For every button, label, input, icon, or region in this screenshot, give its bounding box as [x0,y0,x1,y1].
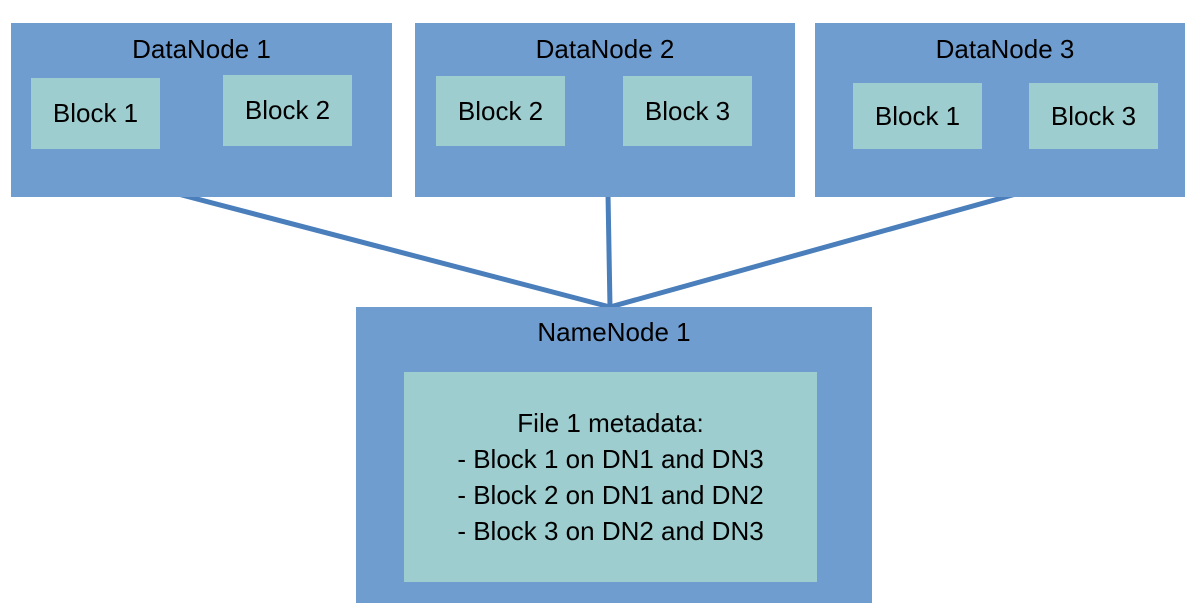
datanode-3-title: DataNode 3 [935,34,1075,64]
datanode-2: DataNode 2 Block 2 Block 3 [415,23,795,197]
datanode-2-block-2: Block 2 [436,76,565,146]
datanode-3: DataNode 3 Block 1 Block 3 [815,23,1185,197]
connector-dn1-nn1 [177,191,611,310]
file-metadata-line-2: - Block 2 on DN1 and DN2 [457,480,764,510]
namenode-1: NameNode 1 File 1 metadata: - Block 1 on… [356,307,872,603]
connector-dn3-nn1 [609,191,1017,310]
datanode-1: DataNode 1 Block 1 Block 2 [11,23,392,197]
connector-dn2-nn1 [605,193,613,308]
file-metadata-line-1: - Block 1 on DN1 and DN3 [457,444,764,474]
datanode-2-title: DataNode 2 [535,34,675,64]
datanode-2-block-3: Block 3 [623,76,752,146]
file-metadata-heading: File 1 metadata: [517,408,704,438]
datanode-1-block-1: Block 1 [31,78,160,149]
datanode-1-block-2: Block 2 [223,75,352,146]
file-metadata-line-3: - Block 3 on DN2 and DN3 [457,516,764,546]
file-metadata-box: File 1 metadata: - Block 1 on DN1 and DN… [404,372,817,582]
namenode-1-title: NameNode 1 [537,317,691,347]
datanode-3-block-3: Block 3 [1029,83,1158,149]
datanode-1-title: DataNode 1 [132,34,271,64]
datanode-3-block-1: Block 1 [853,83,982,149]
